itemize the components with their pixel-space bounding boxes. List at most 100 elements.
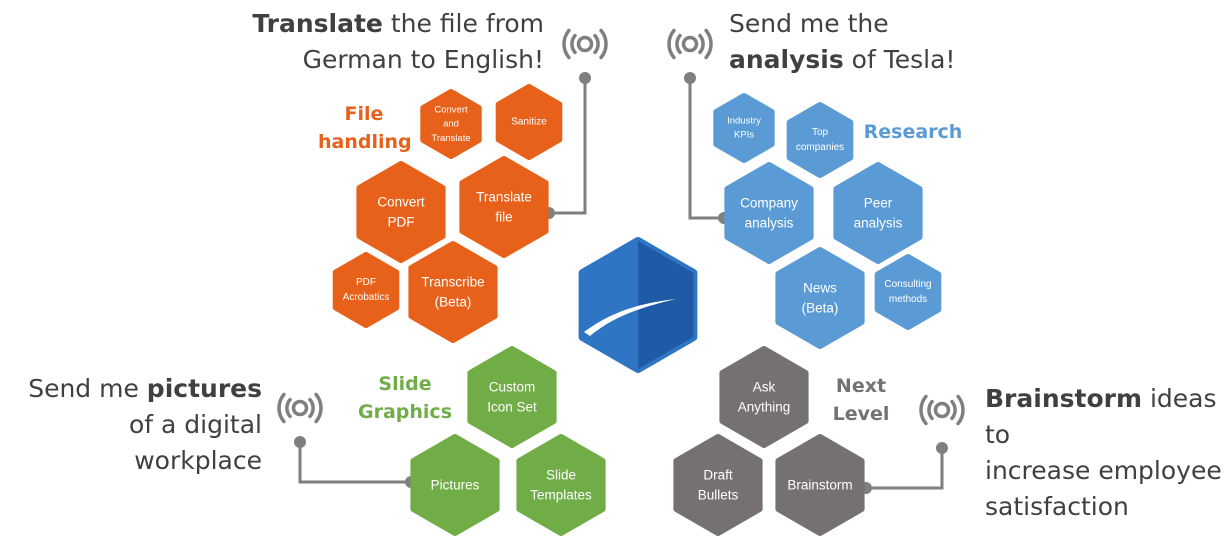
hex-company-analysis-shape bbox=[724, 162, 814, 264]
prompt-bottom-left-line2: of a digital workplace bbox=[128, 410, 262, 475]
hex-consulting-methods-label: Consulting bbox=[884, 279, 931, 290]
connector-pictures bbox=[294, 436, 417, 488]
hex-draft-bullets-label: Draft bbox=[703, 467, 733, 482]
category-slide-graphics-line2: Graphics bbox=[358, 401, 452, 423]
prompt-bottom-left-line1: Send me bbox=[28, 374, 147, 403]
hex-translate-file-label: Translate bbox=[476, 189, 532, 204]
category-research: Research bbox=[860, 118, 966, 146]
hex-sanitize-label: Sanitize bbox=[511, 117, 547, 128]
broadcast-icon bbox=[919, 394, 965, 426]
hex-draft-bullets-shape bbox=[673, 434, 763, 536]
prompt-bottom-right-bold: Brainstorm bbox=[985, 384, 1143, 413]
category-next-level: Next Level bbox=[828, 372, 894, 428]
hex-industry-kpis-shape bbox=[713, 93, 775, 163]
hex-consulting-methods: Consulting methods bbox=[874, 254, 942, 330]
prompt-top-right-bold: analysis bbox=[729, 45, 844, 74]
hex-convert-and-translate-shape bbox=[420, 89, 482, 159]
hex-convert-pdf-label: PDF bbox=[388, 215, 415, 230]
prompt-bottom-right-line3: satisfaction bbox=[985, 492, 1129, 521]
hex-ask-anything-shape bbox=[719, 346, 809, 448]
hex-brainstorm: Brainstorm bbox=[775, 434, 865, 536]
hex-pdf-acrobatics-label: PDF bbox=[356, 277, 376, 288]
prompt-bottom-right-line1: ideas to bbox=[985, 384, 1217, 449]
prompt-top-right-line2: of Tesla! bbox=[843, 45, 956, 74]
prompt-top-left-bold: Translate bbox=[252, 9, 383, 38]
hex-sanitize-shape bbox=[495, 84, 563, 160]
hex-pictures-shape bbox=[410, 434, 500, 536]
hex-convert-and-translate-label: Convert bbox=[434, 104, 468, 115]
category-slide-graphics-line1: Slide bbox=[378, 373, 432, 395]
hex-ask-anything-label: Anything bbox=[738, 400, 791, 415]
hex-consulting-methods-shape bbox=[874, 254, 942, 330]
category-file-handling-line2: handling bbox=[318, 131, 412, 153]
broadcast-icon bbox=[562, 28, 608, 60]
hex-top-companies-label: companies bbox=[796, 142, 844, 153]
hex-pictures-label: Pictures bbox=[431, 478, 480, 493]
hex-sanitize: Sanitize bbox=[495, 84, 563, 160]
category-file-handling-line1: File bbox=[344, 103, 384, 125]
hex-company-analysis: Company analysis bbox=[724, 162, 814, 264]
hex-translate-file: Translate file bbox=[459, 156, 549, 258]
hex-convert-pdf-label: Convert bbox=[377, 194, 425, 209]
hex-company-analysis-label: Company bbox=[740, 195, 798, 210]
hex-industry-kpis-label: Industry bbox=[727, 115, 761, 126]
hex-convert-pdf-shape bbox=[356, 161, 446, 263]
hex-transcribe-beta: Transcribe (Beta) bbox=[408, 241, 498, 343]
broadcast-icon bbox=[277, 392, 323, 424]
hex-convert-and-translate-label: Translate bbox=[431, 133, 470, 144]
category-next-level-line2: Level bbox=[832, 403, 890, 425]
hex-industry-kpis-label: KPIs bbox=[734, 130, 754, 141]
broadcast-icon bbox=[667, 28, 713, 60]
hex-slide-templates-label: Slide bbox=[546, 467, 576, 482]
hex-translate-file-shape bbox=[459, 156, 549, 258]
hex-custom-icon-set-label: Icon Set bbox=[487, 400, 537, 415]
hex-brainstorm-shape bbox=[775, 434, 865, 536]
connector-translate bbox=[543, 72, 591, 219]
hex-news-beta-shape bbox=[775, 247, 865, 349]
hex-transcribe-beta-label: (Beta) bbox=[435, 295, 472, 310]
hex-ask-anything-label: Ask bbox=[753, 379, 776, 394]
hex-translate-file-label: file bbox=[495, 210, 512, 225]
prompt-top-left-line1: the file from bbox=[382, 9, 544, 38]
hex-news-beta: News (Beta) bbox=[775, 247, 865, 349]
prompt-top-left: Translate the file from German to Englis… bbox=[252, 6, 544, 78]
prompt-bottom-left: Send me pictures of a digital workplace bbox=[0, 371, 262, 479]
hex-top-companies-shape bbox=[786, 102, 854, 178]
hex-transcribe-beta-label: Transcribe bbox=[421, 274, 484, 289]
hex-draft-bullets-label: Bullets bbox=[698, 488, 739, 503]
hex-peer-analysis-label: analysis bbox=[854, 216, 903, 231]
connector-brainstorm bbox=[860, 442, 948, 494]
hex-consulting-methods-label: methods bbox=[889, 294, 927, 305]
broadcast-icons bbox=[277, 28, 965, 426]
hex-brainstorm-label: Brainstorm bbox=[787, 478, 852, 493]
connector-analysis bbox=[684, 72, 730, 224]
hex-top-companies: Top companies bbox=[786, 102, 854, 178]
hex-pictures: Pictures bbox=[410, 434, 500, 536]
hex-company-analysis-label: analysis bbox=[745, 216, 794, 231]
hex-custom-icon-set-label: Custom bbox=[489, 379, 536, 394]
hex-pdf-acrobatics-shape bbox=[332, 252, 400, 328]
hex-news-beta-label: (Beta) bbox=[802, 301, 839, 316]
hex-slide-templates-shape bbox=[516, 434, 606, 536]
hex-top-companies-label: Top bbox=[812, 127, 829, 138]
logo-hexagon-icon bbox=[578, 237, 698, 373]
hex-transcribe-beta-shape bbox=[408, 241, 498, 343]
prompt-top-right: Send me the analysis of Tesla! bbox=[729, 6, 955, 78]
category-research-label: Research bbox=[863, 121, 963, 143]
hex-peer-analysis-shape bbox=[833, 162, 923, 264]
category-file-handling: File handling bbox=[318, 100, 412, 156]
category-slide-graphics: Slide Graphics bbox=[358, 370, 452, 426]
hex-custom-icon-set-shape bbox=[467, 346, 557, 448]
prompt-bottom-left-bold: pictures bbox=[146, 374, 262, 403]
hex-news-beta-label: News bbox=[803, 280, 837, 295]
